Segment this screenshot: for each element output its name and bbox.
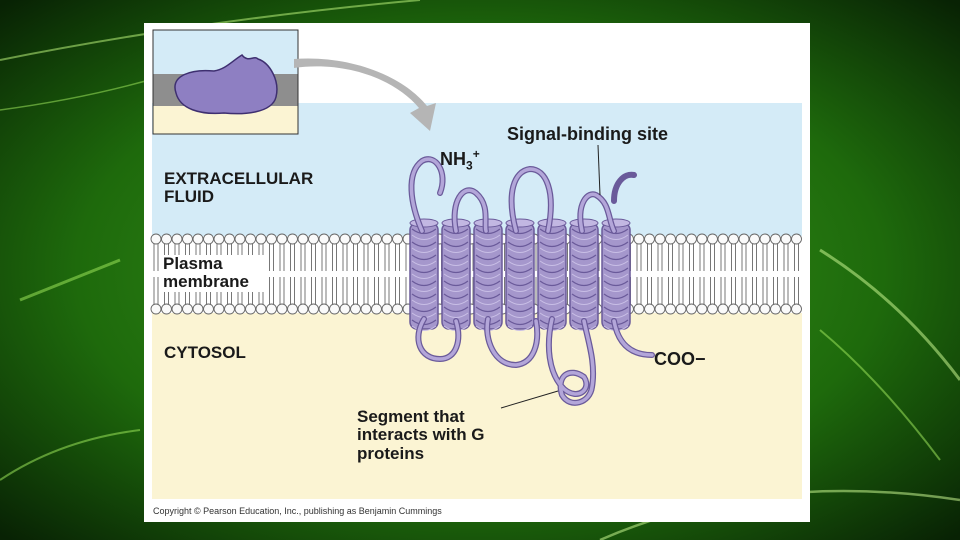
transmembrane-helix [537, 218, 567, 331]
extracellular-fluid-label: EXTRACELLULAR FLUID [164, 169, 314, 207]
lipid-molecule [707, 277, 718, 315]
lipid-molecule [371, 277, 382, 315]
lipid-molecule [381, 233, 393, 271]
lipid-molecule [392, 277, 403, 315]
coo-terminus-label: COO− [654, 349, 706, 369]
cytosolic-loops-fill [416, 317, 654, 405]
lipid-molecule [308, 277, 319, 315]
nh3-subscript: 3 [466, 158, 473, 173]
lipid-molecule [644, 277, 655, 315]
lipid-molecule [780, 233, 792, 271]
lipid-molecule [360, 233, 372, 271]
lipid-molecule [360, 277, 372, 315]
lipid-molecule [339, 277, 351, 315]
transmembrane-helix [601, 218, 631, 331]
lipid-molecule [686, 233, 697, 271]
lipid-molecule [287, 233, 298, 271]
lipid-molecule [350, 277, 361, 315]
lipid-molecule [266, 277, 277, 315]
lipid-molecule [770, 277, 781, 315]
g-protein-segment-label: Segment that interacts with G proteins [357, 407, 485, 463]
transmembrane-helix [569, 218, 599, 331]
lipid-molecule [665, 233, 676, 271]
extracellular-loops-fill [409, 157, 616, 233]
segment-leader [500, 390, 559, 409]
lipid-molecule [707, 233, 718, 271]
nh3-superscript: + [472, 147, 480, 161]
transmembrane-helix [505, 218, 535, 331]
lipid-molecule [759, 233, 771, 271]
lipid-molecule [738, 277, 750, 315]
signal-site-leader [597, 144, 601, 196]
lipid-molecule [696, 277, 708, 315]
cytosol-label: CYTOSOL [164, 343, 246, 362]
lipid-molecule [329, 277, 340, 315]
lipid-molecule [297, 233, 309, 271]
lipid-molecule [717, 233, 729, 271]
lipid-molecule [150, 233, 162, 271]
lipid-molecule [392, 233, 403, 271]
lipid-molecule [644, 233, 655, 271]
signal-binding-site-label: Signal-binding site [507, 124, 668, 144]
lipid-molecule [696, 233, 708, 271]
transmembrane-helix [409, 218, 439, 331]
lipid-molecule [150, 277, 162, 315]
lipid-molecule [381, 277, 393, 315]
lipid-molecule [717, 277, 729, 315]
lipid-molecule [749, 277, 760, 315]
lipid-molecule [308, 233, 319, 271]
lipid-molecule [339, 233, 351, 271]
lipid-molecule [738, 233, 750, 271]
lipid-molecule [297, 277, 309, 315]
lipid-molecule [728, 277, 739, 315]
lipid-molecule [318, 277, 330, 315]
lipid-molecule [371, 233, 382, 271]
diagram-panel: EXTRACELLULAR FLUID Plasma membrane CYTO… [144, 23, 810, 522]
lipid-molecule [759, 277, 771, 315]
lipid-molecule [350, 233, 361, 271]
lipid-molecule [749, 233, 760, 271]
lipid-molecule [287, 277, 298, 315]
transmembrane-helix [441, 218, 471, 331]
lipid-molecule [266, 233, 277, 271]
lipid-molecule [791, 277, 802, 315]
lipid-molecule [728, 233, 739, 271]
lipid-molecule [633, 233, 645, 271]
lipid-molecule [686, 277, 697, 315]
lipid-molecule [654, 233, 666, 271]
nh3-terminus-label: NH3+ [440, 148, 480, 173]
inset-panel [152, 29, 299, 135]
zoom-arrow [294, 58, 436, 131]
plasma-membrane-label: Plasma membrane [162, 254, 264, 292]
lipid-molecule [675, 233, 687, 271]
lipid-molecule [675, 277, 687, 315]
lipid-molecule [213, 233, 225, 271]
lipid-molecule [654, 277, 666, 315]
lipid-molecule [276, 277, 288, 315]
lipid-molecule [780, 277, 792, 315]
lipid-molecule [276, 233, 288, 271]
protein-blob [174, 54, 278, 115]
lipid-molecule [318, 233, 330, 271]
lipid-molecule [665, 277, 676, 315]
transmembrane-helix [473, 218, 503, 331]
lipid-molecule [770, 233, 781, 271]
copyright-notice: Copyright © Pearson Education, Inc., pub… [153, 506, 442, 516]
lipid-molecule [329, 233, 340, 271]
lipid-molecule [791, 233, 802, 271]
lipid-molecule [633, 277, 645, 315]
receptor-helices [409, 218, 631, 331]
cytosol-region [152, 313, 802, 499]
nh3-main: NH [440, 149, 466, 169]
